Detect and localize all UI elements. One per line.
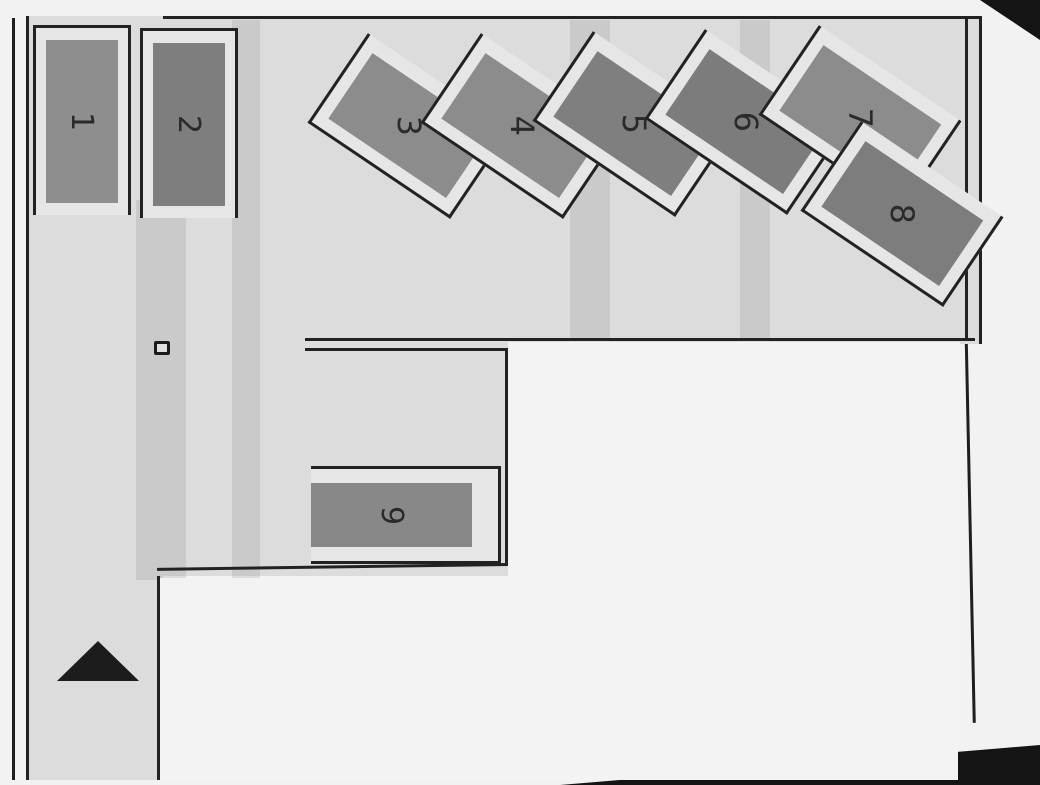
parking-space-2[interactable]: 2: [140, 28, 238, 218]
parking-space-9[interactable]: 9: [311, 466, 501, 564]
building-area: [160, 578, 958, 780]
lot-boundary-mid-top: [305, 348, 507, 351]
lot-boundary-mid-right: [505, 348, 508, 564]
paper-edge-left: [12, 18, 15, 780]
lot-boundary-inner-left: [157, 576, 160, 780]
building-area-upper: [508, 342, 960, 580]
space-label: 9: [374, 505, 409, 525]
scan-stripe: [136, 200, 186, 580]
location-marker: [154, 341, 170, 355]
space-label: 1: [64, 111, 100, 132]
space-label: 2: [171, 114, 207, 135]
space-label: 8: [883, 203, 922, 224]
photo-background-corner: [980, 0, 1040, 40]
parking-space-1[interactable]: 1: [33, 25, 131, 215]
lot-boundary-right: [965, 18, 968, 341]
direction-arrow-icon: [57, 641, 139, 681]
lot-boundary-upper-bottom: [305, 338, 975, 341]
